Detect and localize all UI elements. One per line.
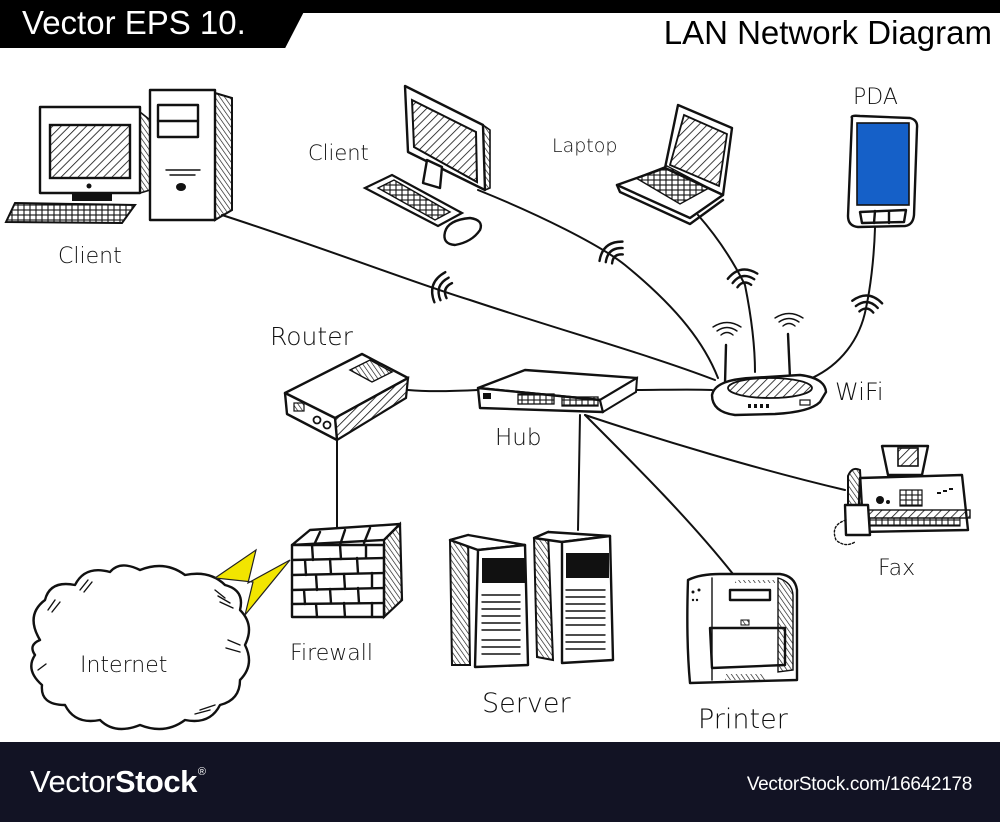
- eps-badge-text: Vector EPS 10.: [22, 4, 246, 41]
- fax-icon: [833, 444, 971, 546]
- label-client-monitor: Client: [308, 141, 369, 165]
- link-hub-server: [577, 414, 581, 531]
- label-pda: PDA: [853, 85, 898, 110]
- link-client-desktop-wifi: [221, 214, 716, 381]
- hub-icon: [476, 368, 639, 414]
- internet-cloud-icon: [30, 564, 251, 731]
- registered-mark: ®: [197, 766, 206, 778]
- logo-text-light: Vector: [30, 764, 115, 799]
- client-monitor-icon: [362, 84, 491, 247]
- connections: [221, 189, 876, 575]
- server-icon: [448, 530, 615, 669]
- vectorstock-logo[interactable]: VectorStock®: [30, 764, 206, 800]
- label-printer: Printer: [698, 704, 789, 735]
- link-hub-fax: [584, 414, 846, 491]
- firewall-icon: [290, 521, 404, 620]
- lightning-bolt-icon: [213, 548, 291, 616]
- link-hub-printer: [584, 414, 734, 575]
- label-hub: Hub: [495, 425, 541, 451]
- diagram-title: LAN Network Diagram: [663, 14, 992, 51]
- label-wifi: WiFi: [835, 378, 884, 406]
- router-icon: [283, 352, 410, 442]
- wifi-router-icon: [710, 312, 828, 417]
- label-client-desktop: Client: [58, 244, 122, 269]
- link-client-monitor-wifi: [477, 189, 719, 379]
- pda-icon: [846, 114, 919, 229]
- network-diagram: Client Client Laptop PDA: [4, 84, 971, 735]
- image-url-link[interactable]: VectorStock.com/16642178: [746, 774, 972, 795]
- footer-bar: VectorStock® VectorStock.com/16642178: [0, 742, 1000, 822]
- signal-icon: [430, 270, 454, 304]
- link-laptop-wifi: [697, 214, 756, 373]
- printer-icon: [686, 572, 799, 685]
- label-internet: Internet: [80, 653, 167, 678]
- signal-icon: [851, 294, 884, 314]
- signal-icon: [726, 268, 759, 289]
- client-desktop-icon: [4, 88, 233, 225]
- eps-badge: [0, 0, 310, 48]
- label-fax: Fax: [878, 556, 915, 581]
- pda-screen: [856, 122, 910, 206]
- laptop-icon: [615, 103, 734, 226]
- signal-icon: [598, 240, 624, 265]
- logo-text-bold: Stock: [114, 764, 197, 799]
- label-server: Server: [482, 688, 571, 719]
- label-router: Router: [270, 322, 354, 351]
- label-laptop: Laptop: [552, 135, 617, 157]
- link-router-hub: [407, 389, 479, 393]
- label-firewall: Firewall: [290, 641, 373, 666]
- wireless-signal-marks: [430, 240, 884, 314]
